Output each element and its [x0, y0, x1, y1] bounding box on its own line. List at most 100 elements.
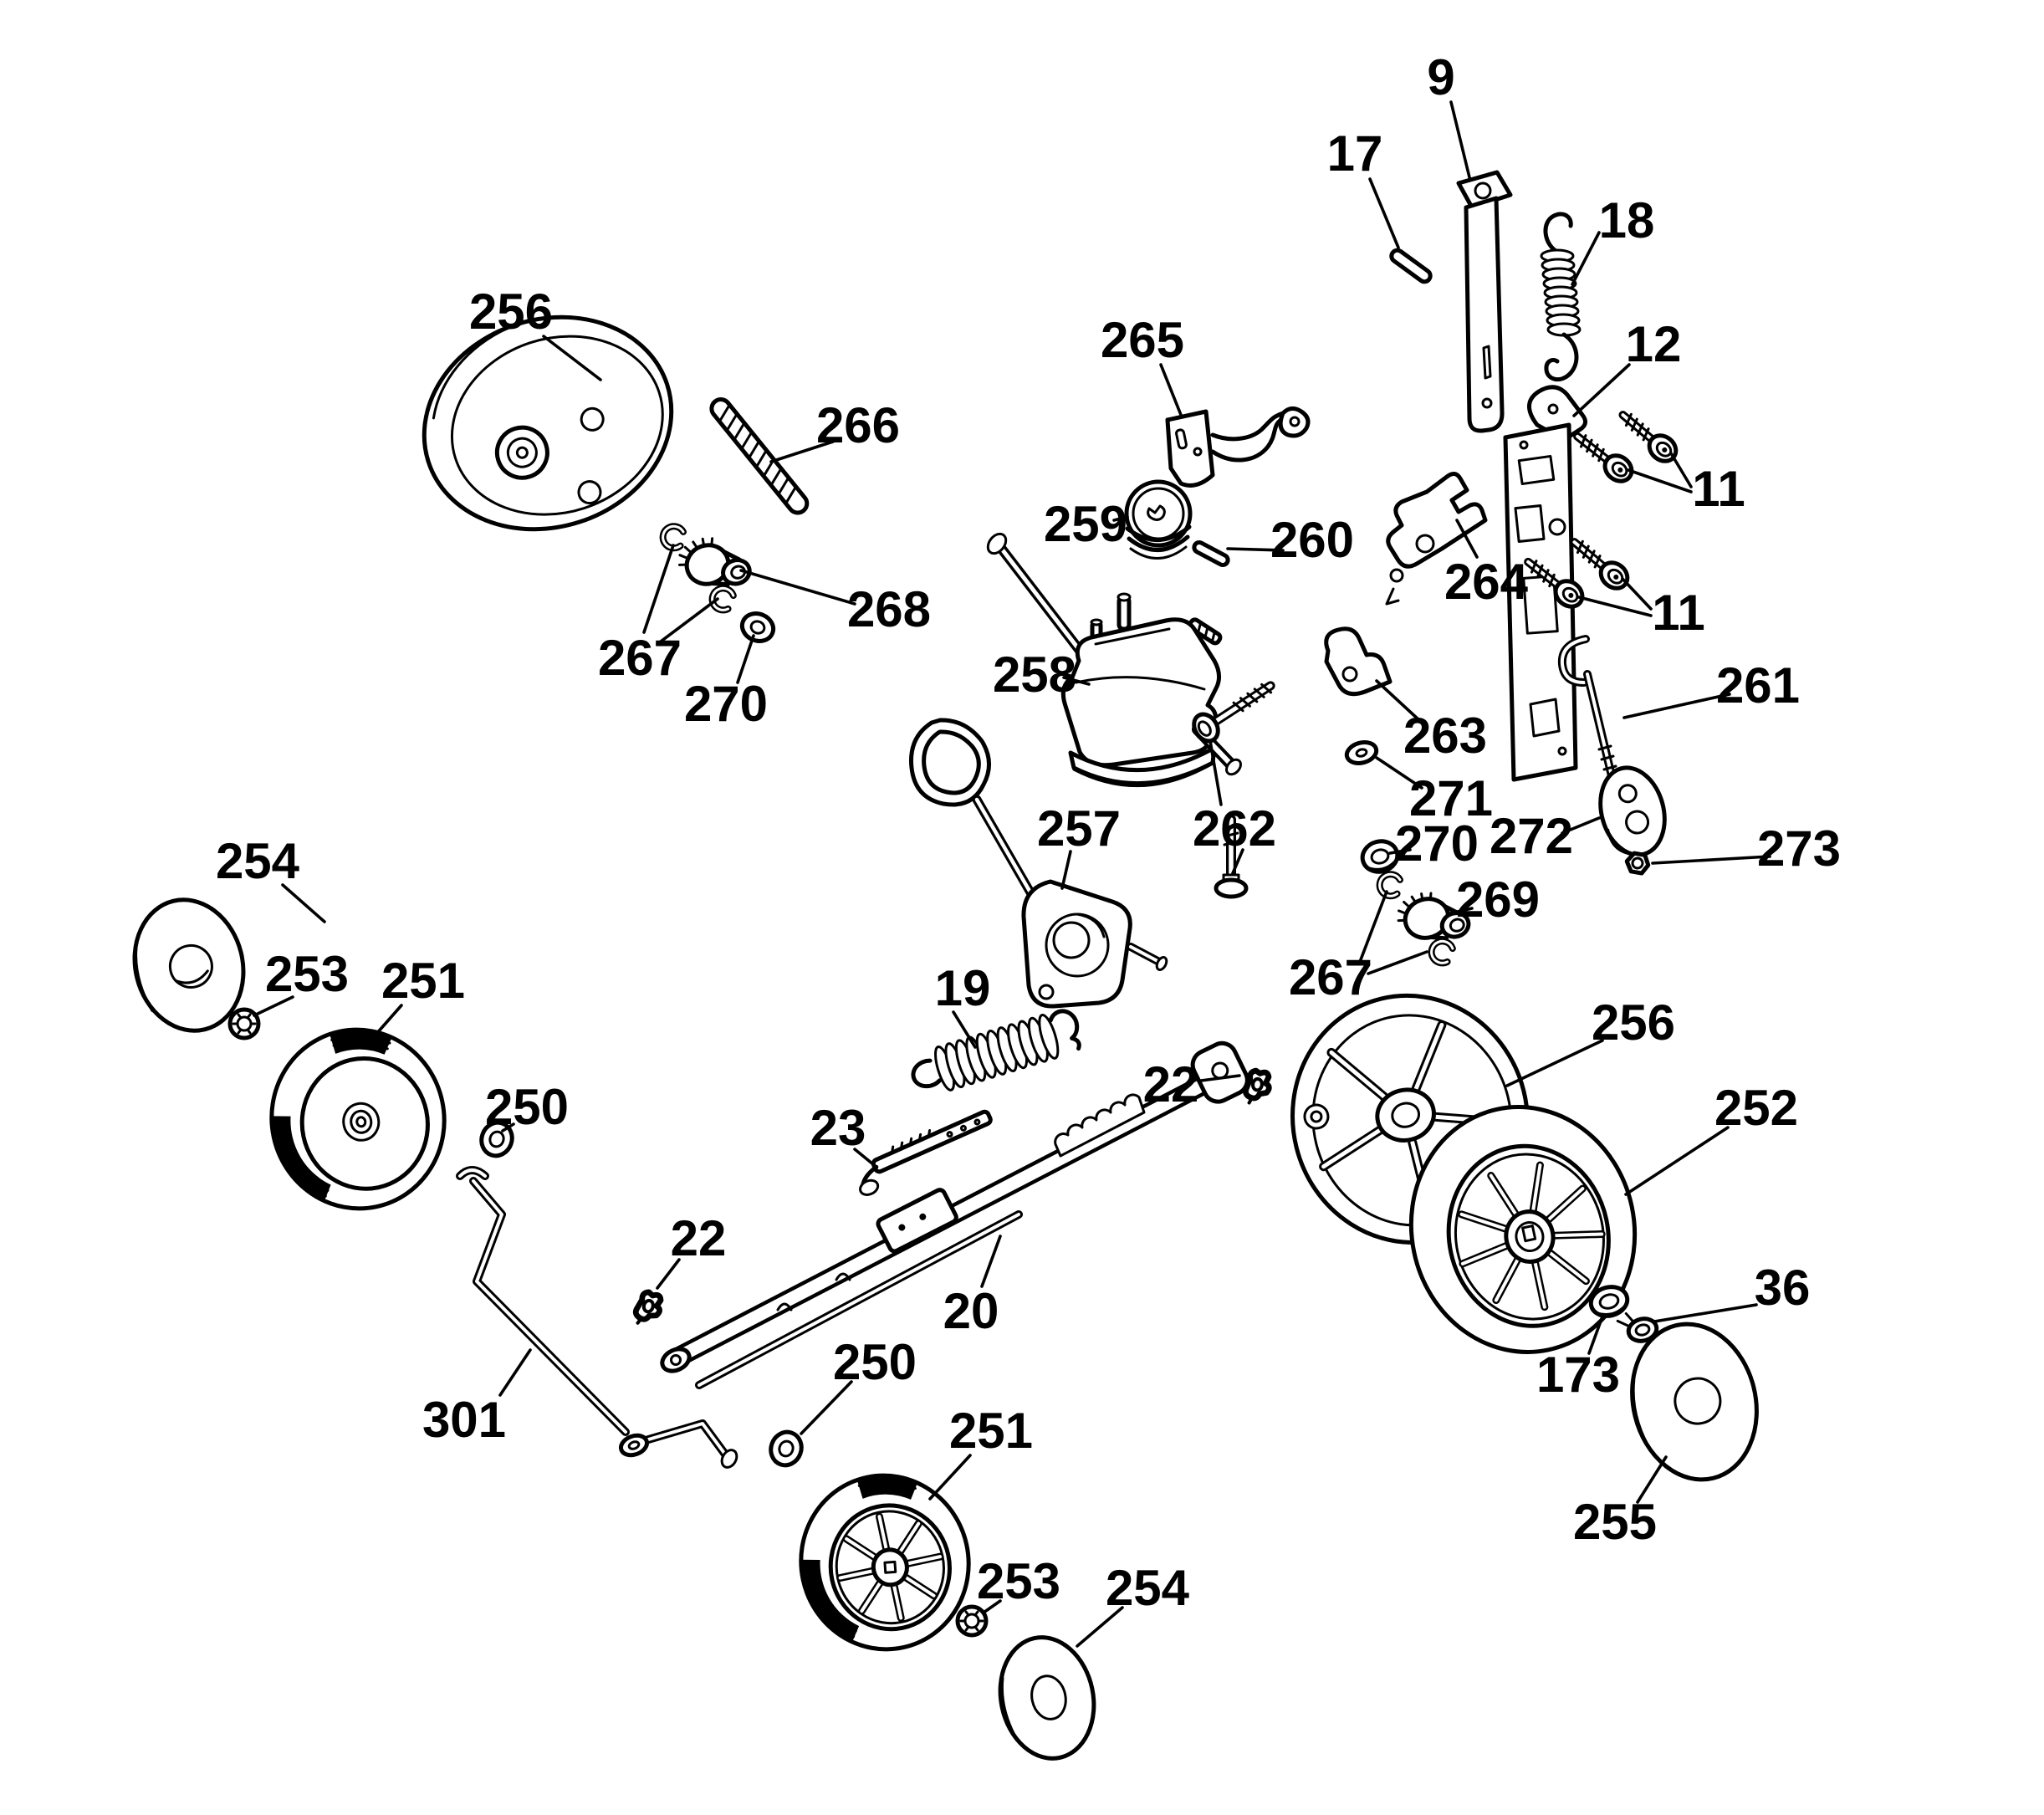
callout-label-267: 267	[598, 630, 682, 686]
leader-line-17	[1368, 177, 1400, 249]
leader-line-262	[1231, 848, 1244, 875]
callout-label-273: 273	[1757, 821, 1841, 877]
leader-line-9	[1449, 100, 1471, 179]
part-36-push-nut	[1616, 1311, 1659, 1343]
callout-label-11: 11	[1652, 585, 1704, 641]
part-11-screws	[1524, 411, 1679, 609]
leader-line-255	[1636, 1455, 1668, 1504]
leader-line-11	[1627, 468, 1693, 493]
callout-label-12: 12	[1626, 316, 1682, 372]
leader-line-250	[501, 1122, 515, 1132]
callout-label-255: 255	[1573, 1494, 1657, 1550]
leader-line-301	[498, 1348, 532, 1397]
part-256-wheel-cover-left	[422, 314, 674, 532]
part-267-eclip-b	[708, 585, 737, 614]
part-22-clip-right	[1243, 1067, 1272, 1105]
leader-line-12	[1572, 363, 1631, 417]
leader-line-11	[1621, 577, 1653, 611]
leader-line-267	[642, 544, 675, 634]
leader-line-11	[1577, 596, 1653, 617]
part-22-clip-left	[632, 1289, 664, 1325]
callout-label-11: 11	[1692, 461, 1745, 517]
leader-line-253	[253, 995, 294, 1017]
leader-line-268	[739, 569, 856, 606]
leader-line-260	[1226, 547, 1285, 552]
callout-label-254: 254	[1106, 1560, 1190, 1616]
part-258-gearbox	[986, 532, 1242, 787]
leader-line-271	[1375, 756, 1423, 790]
leader-line-173	[1587, 1315, 1604, 1355]
leader-line-251	[928, 1454, 972, 1501]
callout-label-263: 263	[1403, 708, 1487, 764]
leader-line-273	[1651, 855, 1771, 865]
callout-label-270: 270	[1395, 815, 1479, 872]
part-259-pulley	[1124, 479, 1193, 560]
callout-label-250: 250	[485, 1079, 569, 1135]
callout-label-256: 256	[469, 284, 553, 340]
part-270-washer-a	[739, 611, 776, 643]
callout-label-173: 173	[1536, 1347, 1620, 1403]
callout-label-258: 258	[993, 647, 1076, 703]
part-18-spring	[1540, 212, 1582, 382]
leader-line-36	[1653, 1303, 1758, 1323]
part-252-wheel	[1408, 1105, 1638, 1354]
leader-line-254	[1076, 1606, 1124, 1648]
leader-line-266	[769, 440, 835, 463]
callout-label-251: 251	[381, 953, 465, 1009]
part-263-bracket	[1324, 626, 1392, 697]
part-260-pin	[1192, 539, 1230, 568]
callout-label-22: 22	[671, 1210, 727, 1266]
callout-label-301: 301	[422, 1392, 506, 1448]
leader-line-11	[1669, 452, 1693, 488]
part-268-pinion	[677, 537, 752, 587]
callout-label-252: 252	[1714, 1080, 1798, 1136]
leader-line-250	[800, 1380, 853, 1435]
part-253-star-washer-bottom	[955, 1604, 989, 1638]
callout-label-254: 254	[216, 833, 300, 889]
part-251-wheel-bottom	[799, 1473, 971, 1652]
leader-line-262	[1209, 739, 1223, 806]
part-251-wheel-left	[269, 1027, 447, 1211]
leader-line-253	[982, 1599, 1002, 1614]
leader-line-256	[542, 335, 602, 381]
part-254-hubcap-bottom	[998, 1635, 1096, 1761]
leader-line-267	[1358, 890, 1388, 964]
part-20-adjuster-bar	[660, 1040, 1249, 1389]
leader-line-23	[853, 1148, 875, 1166]
part-267-eclip-c	[1376, 871, 1403, 900]
part-262-bolts	[1192, 681, 1275, 899]
callout-label-253: 253	[977, 1553, 1060, 1609]
part-257-shift-rod	[909, 718, 1168, 1009]
callout-label-268: 268	[847, 581, 931, 637]
leader-line-254	[281, 883, 326, 923]
part-250-washer-bottom	[769, 1429, 804, 1468]
part-17-pin	[1389, 248, 1433, 284]
leader-line-259	[1112, 515, 1129, 522]
leader-line-22	[1199, 1074, 1241, 1082]
leader-line-256	[1505, 1039, 1604, 1087]
callout-label-23: 23	[810, 1100, 866, 1156]
part-271-washer	[1344, 740, 1379, 765]
leader-line-258	[1062, 676, 1091, 686]
callout-label-260: 260	[1270, 512, 1354, 568]
part-173-washer	[1588, 1285, 1630, 1318]
callout-label-257: 257	[1037, 800, 1121, 856]
callout-label-267: 267	[1289, 949, 1372, 1005]
part-254-hubcap-left	[132, 897, 246, 1033]
part-261-hook-rod	[1557, 635, 1618, 790]
leader-line-257	[1060, 850, 1072, 890]
leader-line-251	[363, 1004, 403, 1049]
callout-label-17: 17	[1327, 125, 1383, 182]
leader-line-264	[1455, 519, 1479, 559]
callout-label-272: 272	[1490, 808, 1573, 864]
part-23-ratchet-strip	[859, 1109, 993, 1196]
part-267-eclip-d	[1428, 938, 1456, 967]
callout-label-266: 266	[816, 397, 900, 453]
leader-line-272	[1561, 816, 1601, 835]
callout-label-250: 250	[833, 1334, 917, 1390]
callout-label-262: 262	[1193, 800, 1276, 856]
callout-label-253: 253	[265, 946, 349, 1002]
leader-line-20	[980, 1235, 1002, 1288]
